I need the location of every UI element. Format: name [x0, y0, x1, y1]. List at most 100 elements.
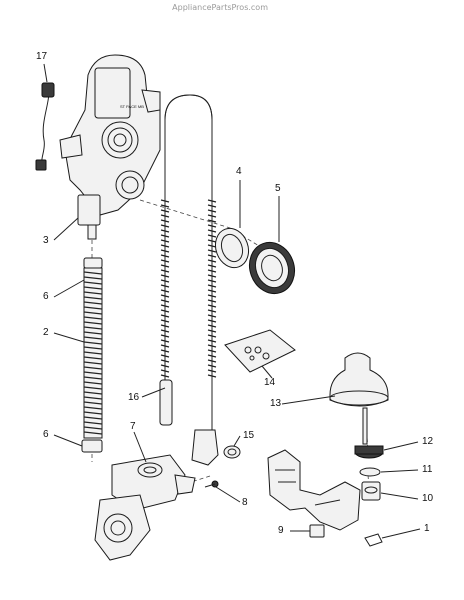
hose-rib — [160, 374, 170, 378]
hose-rib — [83, 296, 103, 300]
callout-13: 13 — [270, 398, 282, 409]
hose-rib — [83, 406, 103, 410]
hose-rib — [160, 354, 170, 358]
hose-rib — [207, 339, 217, 343]
callout-8: 8 — [242, 497, 248, 508]
hose-rib — [83, 396, 103, 400]
hose-rib — [160, 239, 170, 243]
hose-rib — [160, 204, 170, 208]
hose-rib — [83, 311, 103, 315]
hose-rib — [160, 309, 170, 313]
hose-rib — [83, 301, 103, 305]
hose-rib — [160, 339, 170, 343]
part-3-housing: ST PACE MB — [59, 54, 161, 240]
hose-rib — [207, 239, 217, 243]
hose-rib — [207, 334, 217, 338]
part-7-pump — [94, 454, 196, 561]
part-4-gasket — [214, 227, 250, 269]
hose-rib — [160, 304, 170, 308]
callout-11: 11 — [422, 464, 433, 475]
hose-rib — [207, 289, 217, 293]
callout-17: 17 — [36, 51, 48, 62]
part-14-parts-bag — [224, 329, 296, 373]
callout-2: 2 — [43, 327, 49, 338]
part-17-wire-harness — [35, 82, 55, 171]
callout-10: 10 — [422, 493, 434, 504]
hose-rib — [160, 254, 170, 258]
part-9-clip — [309, 524, 325, 538]
hose-rib — [207, 219, 217, 223]
hose-rib — [207, 324, 217, 328]
hose-rib — [83, 376, 103, 380]
hose-rib — [83, 366, 103, 370]
hose-rib — [207, 274, 217, 278]
part-16-hose — [159, 94, 219, 466]
hose-rib — [160, 364, 170, 368]
callout-16: 16 — [128, 392, 140, 403]
watermark-text: AppliancePartsPros.com — [172, 3, 268, 12]
hose-rib — [207, 369, 217, 373]
part-11-washer — [359, 467, 381, 477]
chassis-bracket — [267, 449, 361, 531]
hose-rib — [160, 289, 170, 293]
hose-rib — [83, 271, 103, 275]
hose-rib — [207, 234, 217, 238]
hose-rib — [160, 369, 170, 373]
hose-rib — [160, 284, 170, 288]
hose-rib — [160, 269, 170, 273]
hose-rib — [83, 306, 103, 310]
hose-rib — [207, 329, 217, 333]
hose-rib — [207, 314, 217, 318]
hose-rib — [160, 264, 170, 268]
hose-rib — [83, 356, 103, 360]
hose-rib — [160, 274, 170, 278]
hose-rib — [83, 351, 103, 355]
callout-4: 4 — [236, 166, 242, 177]
hose-rib — [83, 401, 103, 405]
hose-rib — [160, 349, 170, 353]
hose-rib — [207, 279, 217, 283]
hose-rib — [207, 364, 217, 368]
hose-rib — [83, 361, 103, 365]
hose-rib — [83, 346, 103, 350]
hose-rib — [160, 209, 170, 213]
hose-rib — [160, 234, 170, 238]
hose-rib — [160, 279, 170, 283]
hose-rib — [207, 244, 217, 248]
part-6-clamp-top — [83, 257, 103, 269]
hose-rib — [207, 374, 217, 378]
callout-15: 15 — [243, 430, 255, 441]
hose-rib — [160, 344, 170, 348]
hose-rib — [160, 294, 170, 298]
hose-rib — [207, 209, 217, 213]
part-2-drain-hose — [83, 267, 103, 439]
hose-rib — [207, 224, 217, 228]
hose-rib — [207, 344, 217, 348]
hose-rib — [207, 359, 217, 363]
hose-rib — [160, 299, 170, 303]
hose-rib — [207, 249, 217, 253]
callout-12: 12 — [422, 436, 434, 447]
hose-rib — [83, 386, 103, 390]
hose-rib — [160, 249, 170, 253]
hose-rib — [207, 199, 217, 203]
hose-rib — [83, 341, 103, 345]
hose-rib — [83, 286, 103, 290]
hose-rib — [83, 276, 103, 280]
hose-rib — [207, 284, 217, 288]
callout-3: 3 — [43, 235, 49, 246]
hose-rib — [160, 229, 170, 233]
hose-rib — [83, 371, 103, 375]
callout-6-bottom: 6 — [43, 429, 49, 440]
hose-rib — [207, 294, 217, 298]
hose-rib — [207, 264, 217, 268]
hose-rib — [83, 321, 103, 325]
hose-rib — [160, 224, 170, 228]
part-5-nut — [248, 241, 296, 295]
callout-5: 5 — [275, 183, 281, 194]
housing-label: ST PACE MB — [120, 104, 144, 109]
hose-rib — [207, 269, 217, 273]
hose-rib — [160, 314, 170, 318]
part-1-pin — [364, 533, 383, 547]
